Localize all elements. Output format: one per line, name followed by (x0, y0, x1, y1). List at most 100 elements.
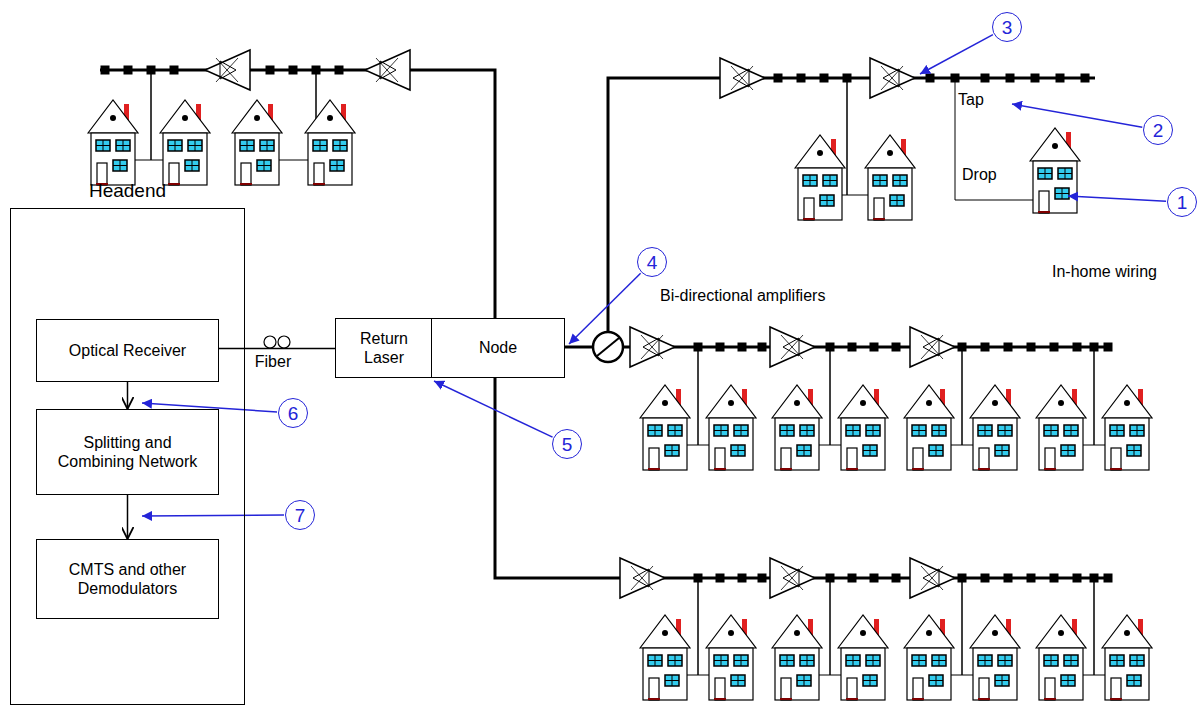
callout-number: 1 (1167, 187, 1197, 217)
tap-symbol (289, 66, 298, 75)
splitter-outline (593, 332, 623, 362)
house-door (314, 163, 324, 185)
window-frame (665, 675, 679, 686)
process-box: Splitting and Combining Network (36, 409, 219, 495)
leader-arrow (920, 35, 993, 74)
amplifier-symbol (365, 50, 410, 90)
amplifier-forward-path (216, 58, 238, 82)
amplifier-forward-path (376, 58, 398, 82)
house-window (929, 675, 943, 686)
tap-symbol (870, 343, 879, 352)
house-icon (970, 385, 1020, 470)
window-frame (731, 445, 745, 456)
tap-symbol (981, 343, 990, 352)
amplifier-return-path (633, 569, 649, 587)
coax-cable (608, 78, 1095, 332)
window-frame (257, 160, 271, 171)
house-step (648, 468, 660, 470)
house-window (803, 175, 817, 186)
window-frame (978, 655, 992, 666)
tap-symbol (101, 66, 110, 75)
amplifier-return-path (220, 61, 236, 79)
house-wall (163, 133, 207, 185)
house-wall (308, 133, 352, 185)
house-wall (1105, 648, 1149, 700)
house-step (313, 183, 325, 185)
house-window (734, 655, 748, 666)
signal-arrow (127, 495, 129, 539)
amplifier-symbol (770, 327, 815, 367)
house-wall (798, 168, 842, 220)
house-door (1045, 448, 1055, 470)
house-window (1061, 675, 1075, 686)
house-icon (305, 100, 355, 185)
house-attic-window (1058, 400, 1064, 406)
house-window (313, 140, 327, 151)
tap-symbol (981, 74, 990, 83)
house-door (874, 198, 884, 220)
house-window (846, 655, 860, 666)
house-roof (1102, 615, 1152, 648)
house-door (1039, 191, 1049, 213)
house-window (260, 140, 274, 151)
tap-symbol (926, 74, 935, 83)
house-window (893, 175, 907, 186)
tap-symbol (848, 574, 857, 583)
house-wall (973, 648, 1017, 700)
tap-symbol (981, 574, 990, 583)
window-frame (1061, 675, 1075, 686)
window-frame (1044, 655, 1058, 666)
house-step (1110, 468, 1122, 470)
amplifier-forward-path (631, 566, 653, 590)
drop-cable (151, 74, 163, 160)
tap-symbol (958, 343, 967, 352)
tap-symbol (694, 574, 703, 583)
house-window (731, 445, 745, 456)
node-box: Node (431, 318, 565, 378)
house-window (330, 160, 344, 171)
house-door (715, 678, 725, 700)
tap-symbol (738, 343, 747, 352)
house-roof (904, 615, 954, 648)
house-window (1127, 675, 1141, 686)
tap-symbol (716, 343, 725, 352)
tap-symbol (843, 74, 852, 83)
house-door (979, 678, 989, 700)
house-window (780, 425, 794, 436)
house-attic-window (662, 630, 668, 636)
window-frame (648, 655, 662, 666)
house-window (912, 425, 926, 436)
window-frame (665, 445, 679, 456)
house-wall (709, 418, 753, 470)
house-wall (907, 418, 951, 470)
house-icon (904, 615, 954, 700)
house-step (1110, 698, 1122, 700)
tap-symbol (1006, 74, 1015, 83)
amplifier-forward-path (781, 566, 803, 590)
window-frame (734, 655, 748, 666)
tap-symbol (1090, 574, 1099, 583)
house-door (241, 163, 251, 185)
fiber-loop (278, 336, 290, 348)
window-frame (800, 655, 814, 666)
amplifier-outline (630, 327, 675, 367)
tap-symbol (1090, 343, 1099, 352)
box-label: Return Laser (356, 329, 412, 367)
house-roof (640, 615, 690, 648)
house-window (648, 425, 662, 436)
drop-cable (687, 351, 698, 445)
house-window (185, 160, 199, 171)
house-roof (706, 615, 756, 648)
house-window (240, 140, 254, 151)
leader-arrow (1012, 104, 1142, 127)
house-roof (970, 615, 1020, 648)
window-frame (648, 425, 662, 436)
house-icon (160, 100, 210, 185)
window-frame (797, 675, 811, 686)
leader-group (142, 35, 1166, 516)
house-window (1055, 188, 1069, 199)
window-frame (932, 655, 946, 666)
house-door (1045, 678, 1055, 700)
drop-cable (135, 74, 151, 160)
house-window (929, 445, 943, 456)
